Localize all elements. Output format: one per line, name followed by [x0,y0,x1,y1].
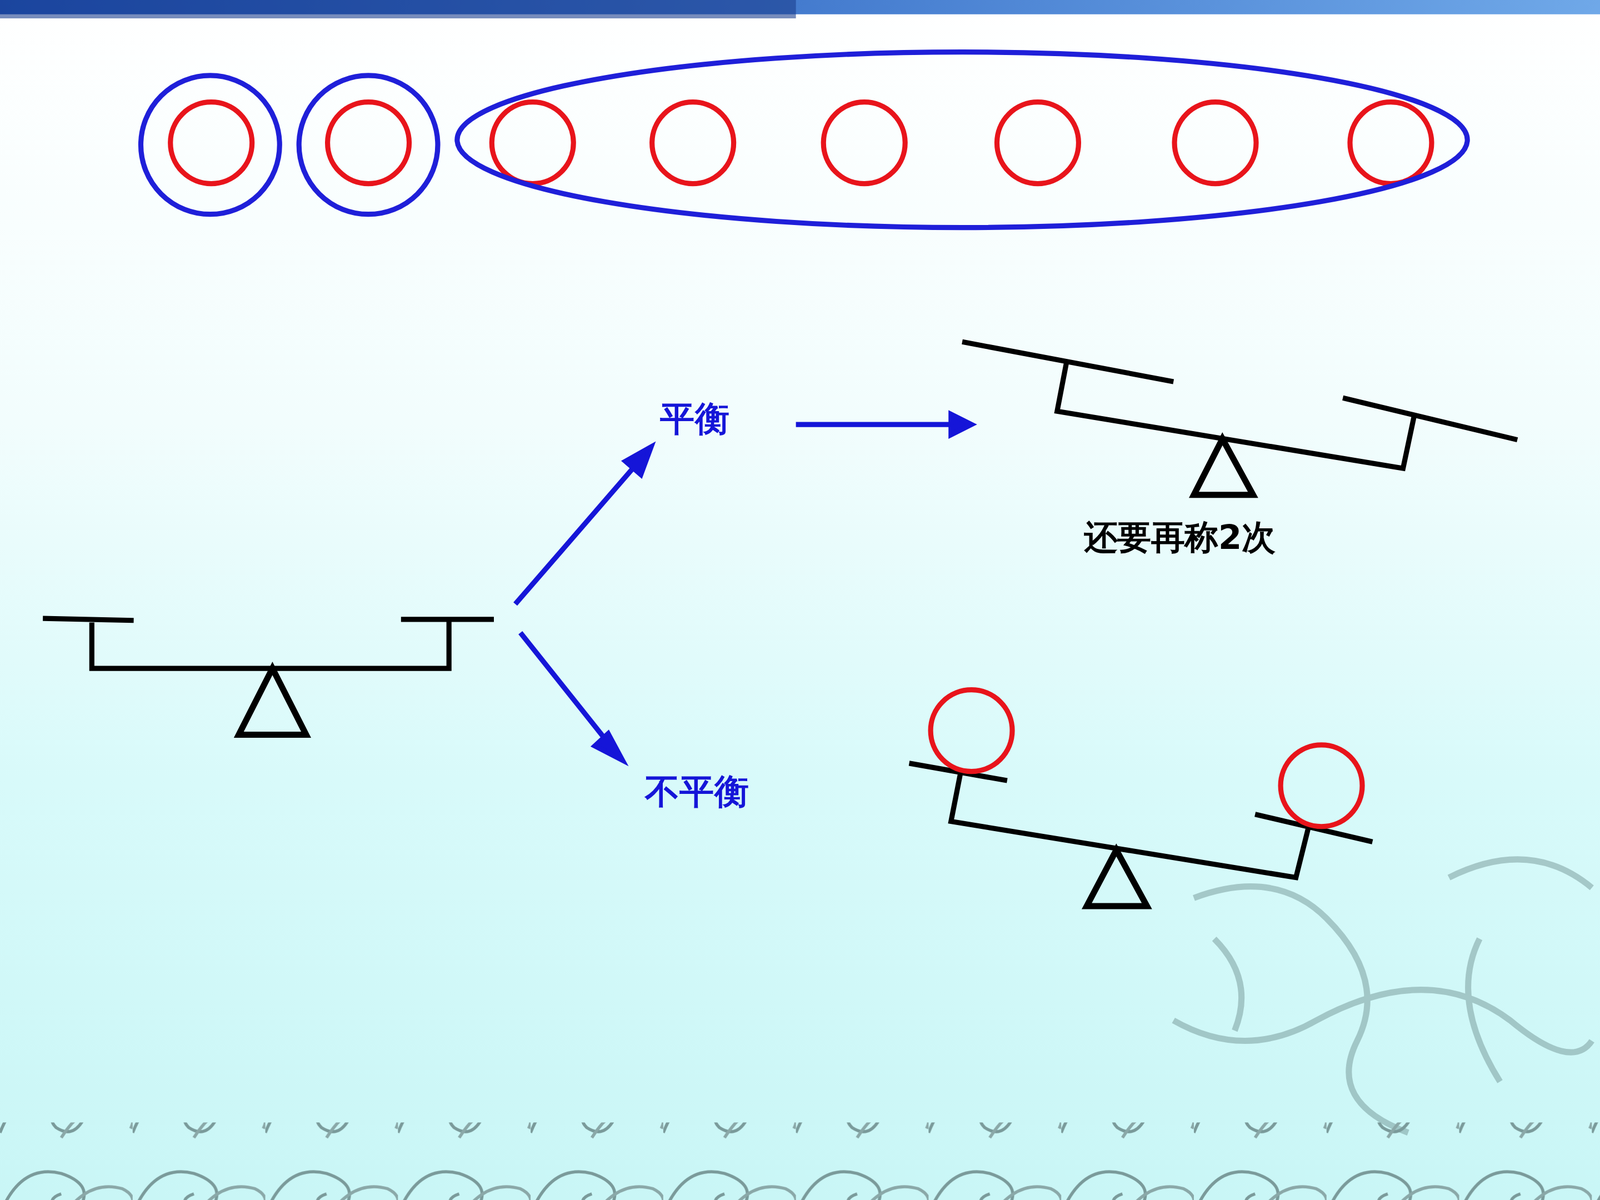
branch-label: 不平衡 [645,773,749,808]
coins [170,102,1432,184]
balance-equal [962,341,1518,495]
balance-unequal [909,763,1373,907]
note-text: 还要再称2次 [1083,520,1276,555]
arrows [515,414,972,761]
top-bar-dark [0,0,797,19]
wave-border [0,1122,1600,1200]
balance-left [42,618,494,735]
dragon [1173,859,1592,1133]
coins-on-balance [930,690,1363,827]
groups [140,52,1468,228]
branch-label: 平衡 [660,401,730,436]
